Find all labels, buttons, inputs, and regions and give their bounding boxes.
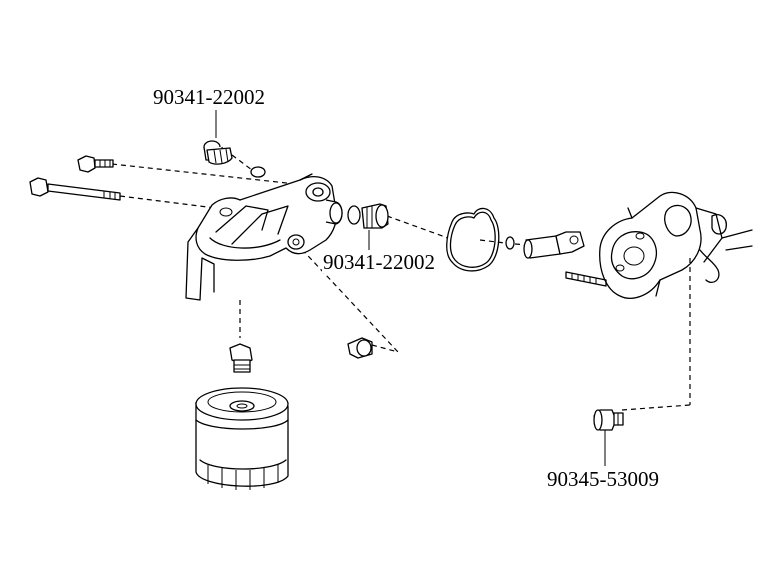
short-bolt (77, 155, 114, 173)
union-pipe (523, 231, 585, 259)
union-nipple (229, 343, 253, 373)
oil-filter-bracket (185, 173, 343, 301)
gasket-ring-middle (505, 236, 515, 250)
assembly-dashed-lines (111, 154, 691, 411)
drain-plug-side (361, 203, 389, 229)
oil-filter (195, 387, 289, 490)
part-number-drain-plug-top: 90341-22002 (152, 85, 266, 109)
small-plug (347, 337, 373, 359)
stud-bolt (565, 271, 607, 287)
gasket-ring-top (250, 166, 266, 178)
part-number-plug-bottom-right: 90345-53009 (546, 467, 660, 491)
drain-plug-top (203, 140, 233, 165)
gasket-ring-side (347, 205, 361, 225)
engine-block-mount (599, 191, 753, 299)
long-bolt (29, 177, 121, 201)
part-number-drain-plug-side: 90341-22002 (322, 250, 436, 274)
plug-bottom-right (593, 409, 624, 431)
bracket-gasket (446, 207, 500, 272)
